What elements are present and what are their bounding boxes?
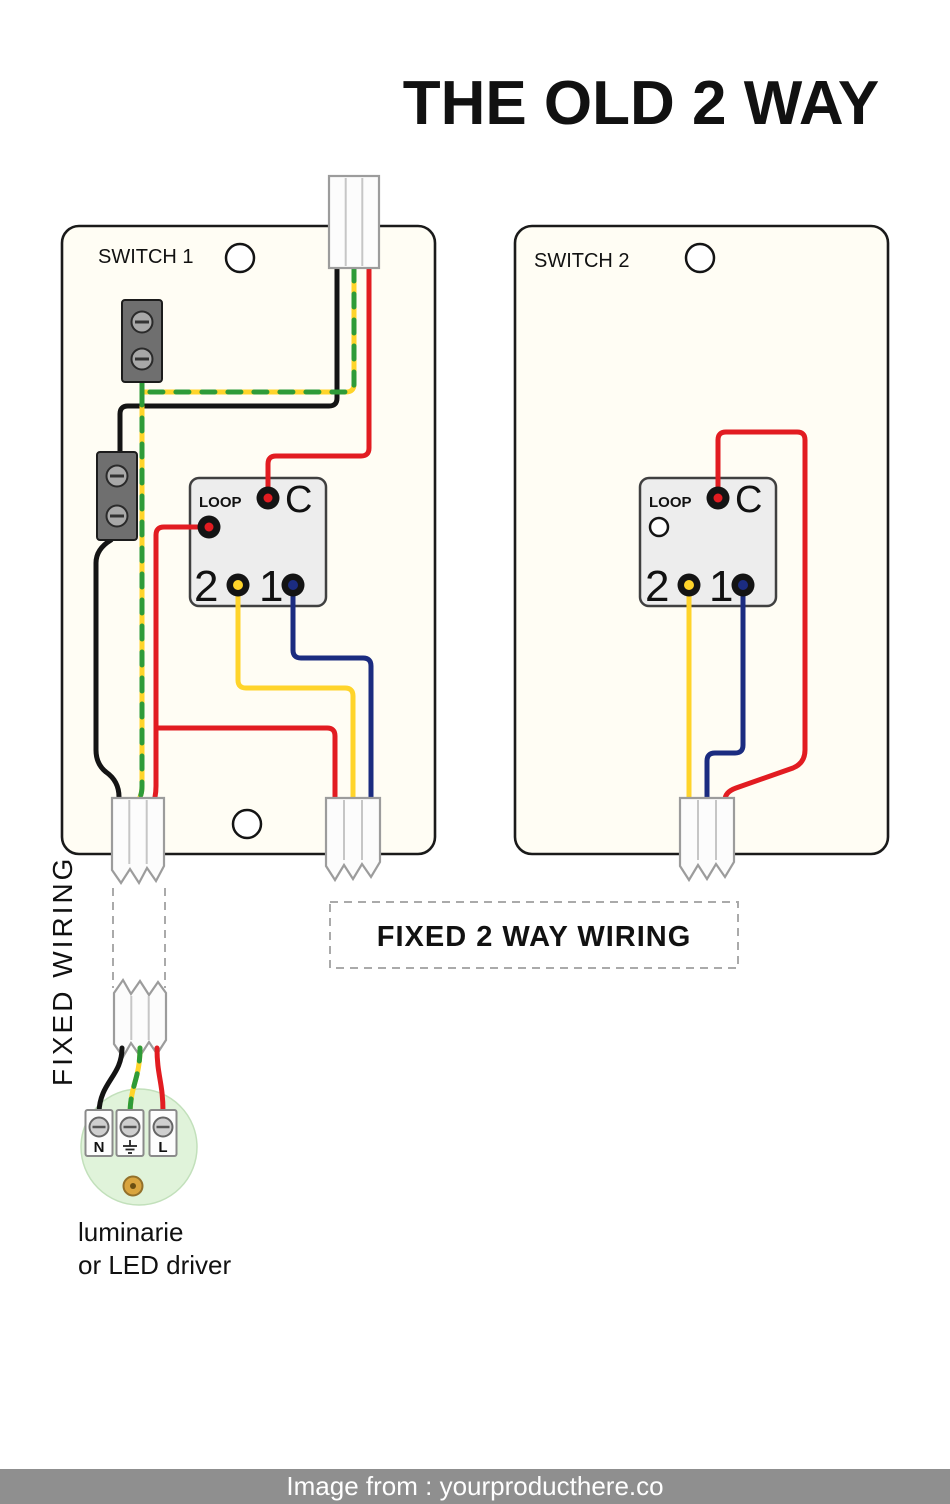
switch2-screw-hole-top [684, 242, 716, 274]
luminaire-cable-upper [110, 796, 166, 886]
brass-screw-center [130, 1183, 136, 1189]
switch2-terminal-2-core [684, 580, 694, 590]
yellow-wire-switch1 [235, 582, 356, 803]
switch2-loop-terminal-empty [648, 516, 670, 538]
red-wires-switch1 [152, 265, 372, 803]
red-wire-loop-to-interconnect [153, 725, 338, 803]
switch1-c-label: C [285, 479, 312, 521]
cable-sheath [324, 796, 382, 883]
luminaire-cable-lower [112, 977, 168, 1060]
red-wire-switch2 [715, 429, 808, 803]
earth-wire-segment [139, 265, 357, 395]
earth-terminal-block [121, 299, 163, 383]
switch1-loop-label: LOOP [199, 494, 242, 511]
luminaire-caption-line1: luminarie [78, 1217, 184, 1247]
luminaire-live-tail [154, 1045, 166, 1115]
switch1-terminal-2-core [233, 580, 243, 590]
switch1-terminal-1-core [288, 580, 298, 590]
earth-wire-segment [127, 1045, 143, 1115]
red-wire-segment [154, 1045, 166, 1115]
supply-cable [327, 174, 381, 270]
luminaire: N L [80, 1045, 198, 1206]
cable-sheath [678, 796, 736, 883]
black-wire-segment [96, 1045, 125, 1115]
n-terminal-label: N [94, 1139, 105, 1156]
switch1-terminal1-label: 1 [259, 562, 283, 611]
footer-bar [0, 1469, 950, 1504]
switch1-loop-terminal-core [204, 522, 214, 532]
switch1-screw-hole-bottom [231, 808, 263, 840]
switch2-terminal1-label: 1 [709, 562, 733, 611]
cable-sheath [327, 174, 381, 270]
switch1-common-terminal-core [263, 493, 273, 503]
fixed-2way-wiring-label: FIXED 2 WAY WIRING [377, 921, 692, 953]
fixed-2way-wiring-box [329, 901, 739, 969]
blue-wire-switch1 [290, 582, 374, 803]
black-wire-segment [93, 537, 122, 800]
black-wire-segment [117, 265, 340, 455]
cable-sheath [112, 977, 168, 1060]
blue-wire-segment [704, 582, 746, 803]
blue-wire-switch2 [704, 582, 746, 803]
footer-credit: Image from : yourproducthere.co [286, 1471, 663, 1501]
page-title: THE OLD 2 WAY [403, 69, 880, 138]
fixed-wiring-label: FIXED WIRING [47, 856, 78, 1086]
switch2-label: SWITCH 2 [534, 250, 630, 272]
red-wire-supply-to-common [265, 265, 372, 497]
switch2-terminal2-label: 2 [645, 562, 669, 611]
luminaire-earth-tail-green [127, 1045, 143, 1115]
switch2-common-terminal-core [713, 493, 723, 503]
l-terminal-label: L [158, 1139, 167, 1156]
luminaire-neutral-tail [96, 1045, 125, 1115]
switch2-c-label: C [735, 479, 762, 521]
interconnect-cable-switch2 [678, 796, 736, 883]
earth-wire-segment [137, 389, 145, 800]
switch1-terminal2-label: 2 [194, 562, 218, 611]
neutral-terminal-block [96, 451, 138, 541]
switch1-label: SWITCH 1 [98, 246, 194, 268]
earth-ground-icon [123, 1140, 137, 1154]
black-wires [93, 265, 340, 800]
yellow-wire-segment [235, 582, 356, 803]
luminaire-caption-line2: or LED driver [78, 1250, 231, 1280]
red-wire-loop-to-luminaire [152, 524, 211, 800]
red-wire-segment [715, 429, 808, 803]
switch2-loop-label: LOOP [649, 494, 692, 511]
cable-sheath [110, 796, 166, 886]
switch2-terminal-1-core [738, 580, 748, 590]
interconnect-cable-switch1 [324, 796, 382, 883]
blue-wire-segment [290, 582, 374, 803]
switch1-screw-hole-top [224, 242, 256, 274]
